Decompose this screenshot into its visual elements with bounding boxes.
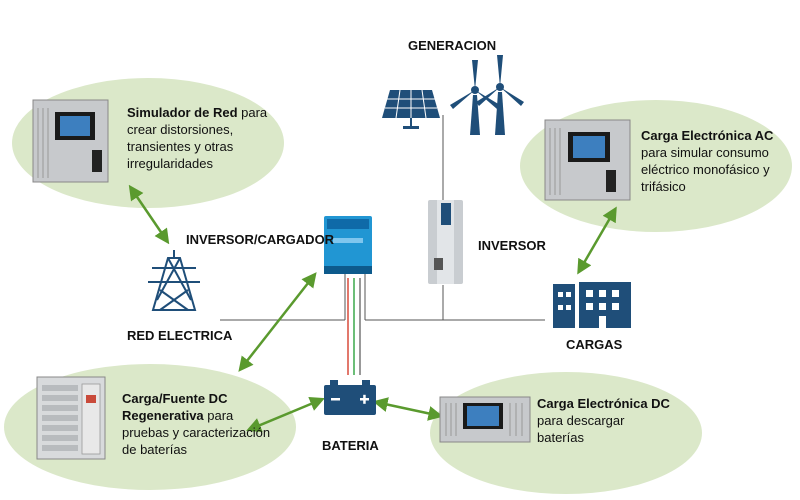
ac-load-device bbox=[544, 119, 631, 201]
carga-ac-line3: trifásico bbox=[641, 179, 686, 194]
simulador-line1: para bbox=[237, 105, 268, 120]
red-electrica-label: RED ELECTRICA bbox=[127, 328, 233, 343]
battery-icon bbox=[324, 380, 376, 415]
simulador-line2: crear distorsiones, bbox=[127, 122, 234, 137]
carga-dc-line1: para descargar bbox=[537, 413, 625, 428]
inversor-cargador-label: INVERSOR/CARGADOR bbox=[186, 232, 335, 247]
simulador-line3: transientes y otras bbox=[127, 139, 234, 154]
carga-dc-description: Carga Electrónica DC para descargar bate… bbox=[537, 395, 670, 446]
buildings-icon bbox=[553, 282, 631, 328]
cargas-label: CARGAS bbox=[566, 337, 623, 352]
carga-fuente-dc-line3: pruebas y caracterización bbox=[122, 425, 271, 440]
carga-fuente-dc-description: Carga/Fuente DC Regenerativa para prueba… bbox=[122, 390, 270, 458]
dc-regenerative-cabinet bbox=[36, 376, 106, 460]
dc-load-device bbox=[439, 396, 531, 443]
bateria-label: BATERIA bbox=[322, 438, 379, 453]
inverter-device bbox=[428, 200, 463, 284]
simulador-title: Simulador de Red bbox=[127, 105, 238, 120]
transmission-tower-icon bbox=[148, 250, 200, 311]
generacion-label: GENERACION bbox=[408, 38, 497, 53]
carga-ac-line2: eléctrico monofásico y bbox=[641, 162, 770, 177]
solar-panel-icon bbox=[382, 89, 440, 129]
green-arrows bbox=[128, 184, 617, 433]
carga-ac-line1: para simular consumo bbox=[641, 145, 769, 160]
inverter-charger-device bbox=[324, 216, 372, 274]
carga-fuente-dc-line2-rest: para bbox=[203, 408, 234, 423]
grid-simulator-device bbox=[32, 99, 109, 183]
carga-fuente-dc-title2: Regenerativa bbox=[122, 408, 204, 423]
inversor-label: INVERSOR bbox=[478, 238, 546, 253]
carga-fuente-dc-title1: Carga/Fuente DC bbox=[122, 391, 228, 406]
carga-ac-description: Carga Electrónica AC para simular consum… bbox=[641, 127, 773, 195]
carga-dc-line2: baterías bbox=[537, 430, 584, 445]
battery-cables bbox=[347, 278, 361, 375]
carga-fuente-dc-line4: de baterías bbox=[122, 442, 188, 457]
simulador-line4: irregularidades bbox=[127, 156, 213, 171]
wind-turbines-icon bbox=[450, 55, 524, 135]
carga-dc-title: Carga Electrónica DC bbox=[537, 396, 670, 411]
simulador-description: Simulador de Red para crear distorsiones… bbox=[127, 104, 267, 172]
carga-ac-title: Carga Electrónica AC bbox=[641, 128, 774, 143]
connection-lines bbox=[220, 115, 545, 321]
